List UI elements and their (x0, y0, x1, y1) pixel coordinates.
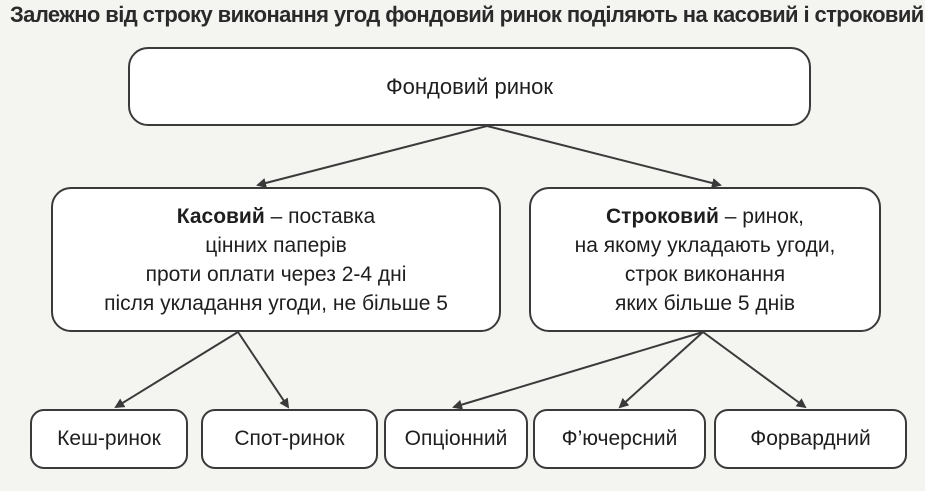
node-spot-line-1: Касовий – поставка (177, 202, 375, 231)
leaf-futures-market: Ф’ючерсний (533, 409, 706, 469)
node-forward-line-4: яких більше 5 днів (614, 291, 796, 315)
arrow-right-to-option (452, 331, 704, 410)
arrow-left-to-spot (237, 331, 290, 409)
leaf-forward-market: Форвардний (714, 409, 907, 469)
diagram-heading: Залежно від строку виконання угод фондов… (10, 2, 925, 27)
node-spot-line-2: цінних паперів (205, 233, 347, 257)
arrow-root-to-left (256, 125, 488, 188)
node-forward-line-3: строк виконання (624, 262, 786, 286)
node-spot-line-4: після укладання угоди, не більше 5 (104, 291, 448, 315)
leaf-cash-market: Кеш-ринок (30, 409, 188, 469)
leaf-label: Форвардний (750, 427, 871, 450)
node-spot-term: Касовий (176, 204, 265, 228)
arrow-root-to-right (486, 125, 722, 188)
arrow-right-to-forward (702, 331, 807, 409)
node-forward-line-2: на якому укладають угоди, (574, 233, 836, 257)
node-spot-market: Касовий – поставка цінних паперів проти … (51, 187, 501, 332)
leaf-label: Кеш-ринок (57, 427, 161, 450)
node-spot-line-1-rest: – поставка (264, 204, 376, 228)
node-forward-line-1-rest: – ринок, (718, 204, 804, 228)
arrow-right-to-futures (618, 331, 704, 409)
root-node-label: Фондовий ринок (385, 73, 554, 99)
node-forward-term: Строковий (606, 204, 719, 228)
arrow-left-to-cash (114, 331, 239, 409)
node-spot-line-3: проти оплати через 2-4 дні (145, 262, 407, 286)
node-forward-line-1: Строковий – ринок, (606, 202, 804, 231)
leaf-label: Опціонний (404, 427, 508, 450)
leaf-option-market: Опціонний (384, 409, 528, 469)
leaf-label: Ф’ючерсний (561, 427, 678, 450)
node-forward-market: Строковий – ринок, на якому укладають уг… (529, 187, 881, 332)
leaf-spot-market: Спот-ринок (201, 409, 378, 469)
leaf-label: Спот-ринок (234, 427, 345, 450)
root-node-stock-market: Фондовий ринок (128, 47, 811, 126)
